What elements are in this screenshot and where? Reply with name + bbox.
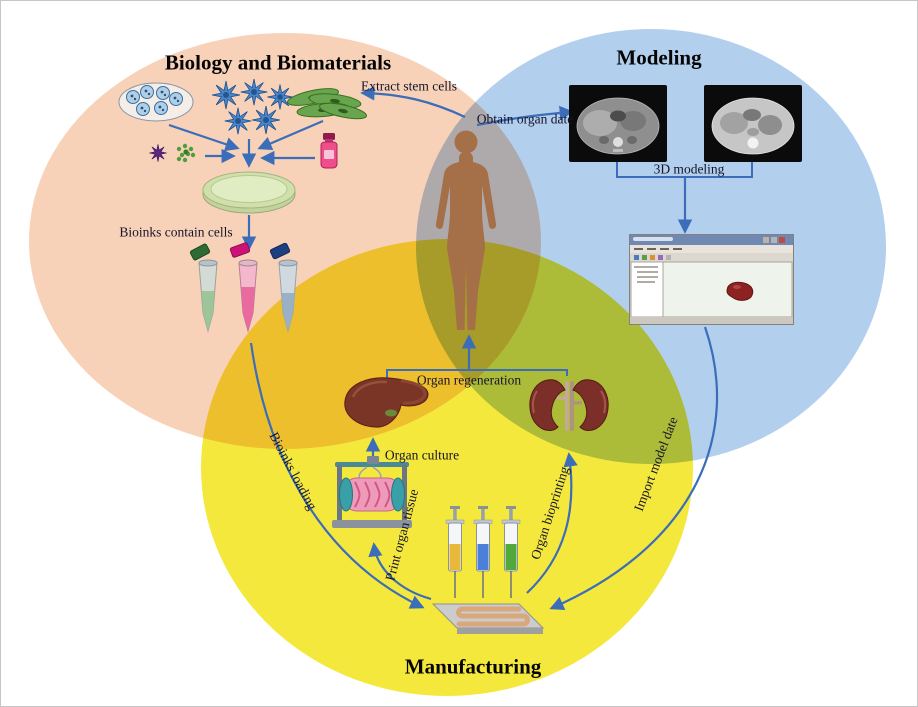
manufacturing-title: Manufacturing: [404, 654, 542, 679]
purple-molecule-icon: [147, 142, 169, 164]
modeling-title: Modeling: [616, 45, 702, 70]
arrow-organ-bioprinting: [526, 452, 578, 594]
kidneys-icon: [523, 371, 615, 447]
organ-regeneration-label: Organ regeneration: [416, 372, 522, 388]
ct-scan-left-icon: [569, 85, 667, 162]
extract-stem-cells-label: Extract stem cells: [361, 78, 457, 94]
bioprinter-icon: [421, 506, 559, 646]
reagent-bottle-icon: [317, 133, 341, 169]
bioreactor-icon: [329, 454, 415, 536]
biology-title: Biology and Biomaterials: [164, 50, 392, 75]
arrow-colony-to-mix: [168, 123, 240, 152]
organ-culture-label: Organ culture: [384, 447, 460, 463]
cad-software-icon: [629, 234, 794, 325]
arrow-bioinks-loading: [249, 342, 425, 609]
green-molecule-icon: [173, 141, 199, 165]
cell-colony-icon: [117, 81, 195, 123]
syringe-blue: [473, 506, 493, 598]
syringe-green: [501, 506, 521, 598]
arrow-import-model: [549, 326, 719, 610]
muscle-cells-icon: [287, 83, 371, 123]
organ-bracket: [386, 369, 568, 378]
petri-dish-icon: [201, 169, 297, 215]
arrow-muscle-to-mix: [257, 119, 324, 151]
arrow-print-tissue: [368, 542, 432, 601]
stem-cells-icon: [204, 79, 299, 137]
three-d-modeling-label: 3D modeling: [653, 161, 725, 177]
human-body-icon: [425, 129, 507, 337]
arrow-obtain-organ-date: [476, 105, 574, 127]
ct-scan-right-icon: [704, 85, 802, 162]
liver-icon: [339, 371, 435, 435]
bioinks-contain-cells-label: Bioinks contain cells: [119, 224, 233, 240]
obtain-organ-date-label: Obtain organ date: [476, 111, 574, 127]
bioink-tubes-icon: [186, 241, 316, 336]
manufacturing-circle: [201, 239, 693, 696]
arrow-extract-stem-cells: [360, 86, 466, 118]
syringe-yellow: [445, 506, 465, 598]
